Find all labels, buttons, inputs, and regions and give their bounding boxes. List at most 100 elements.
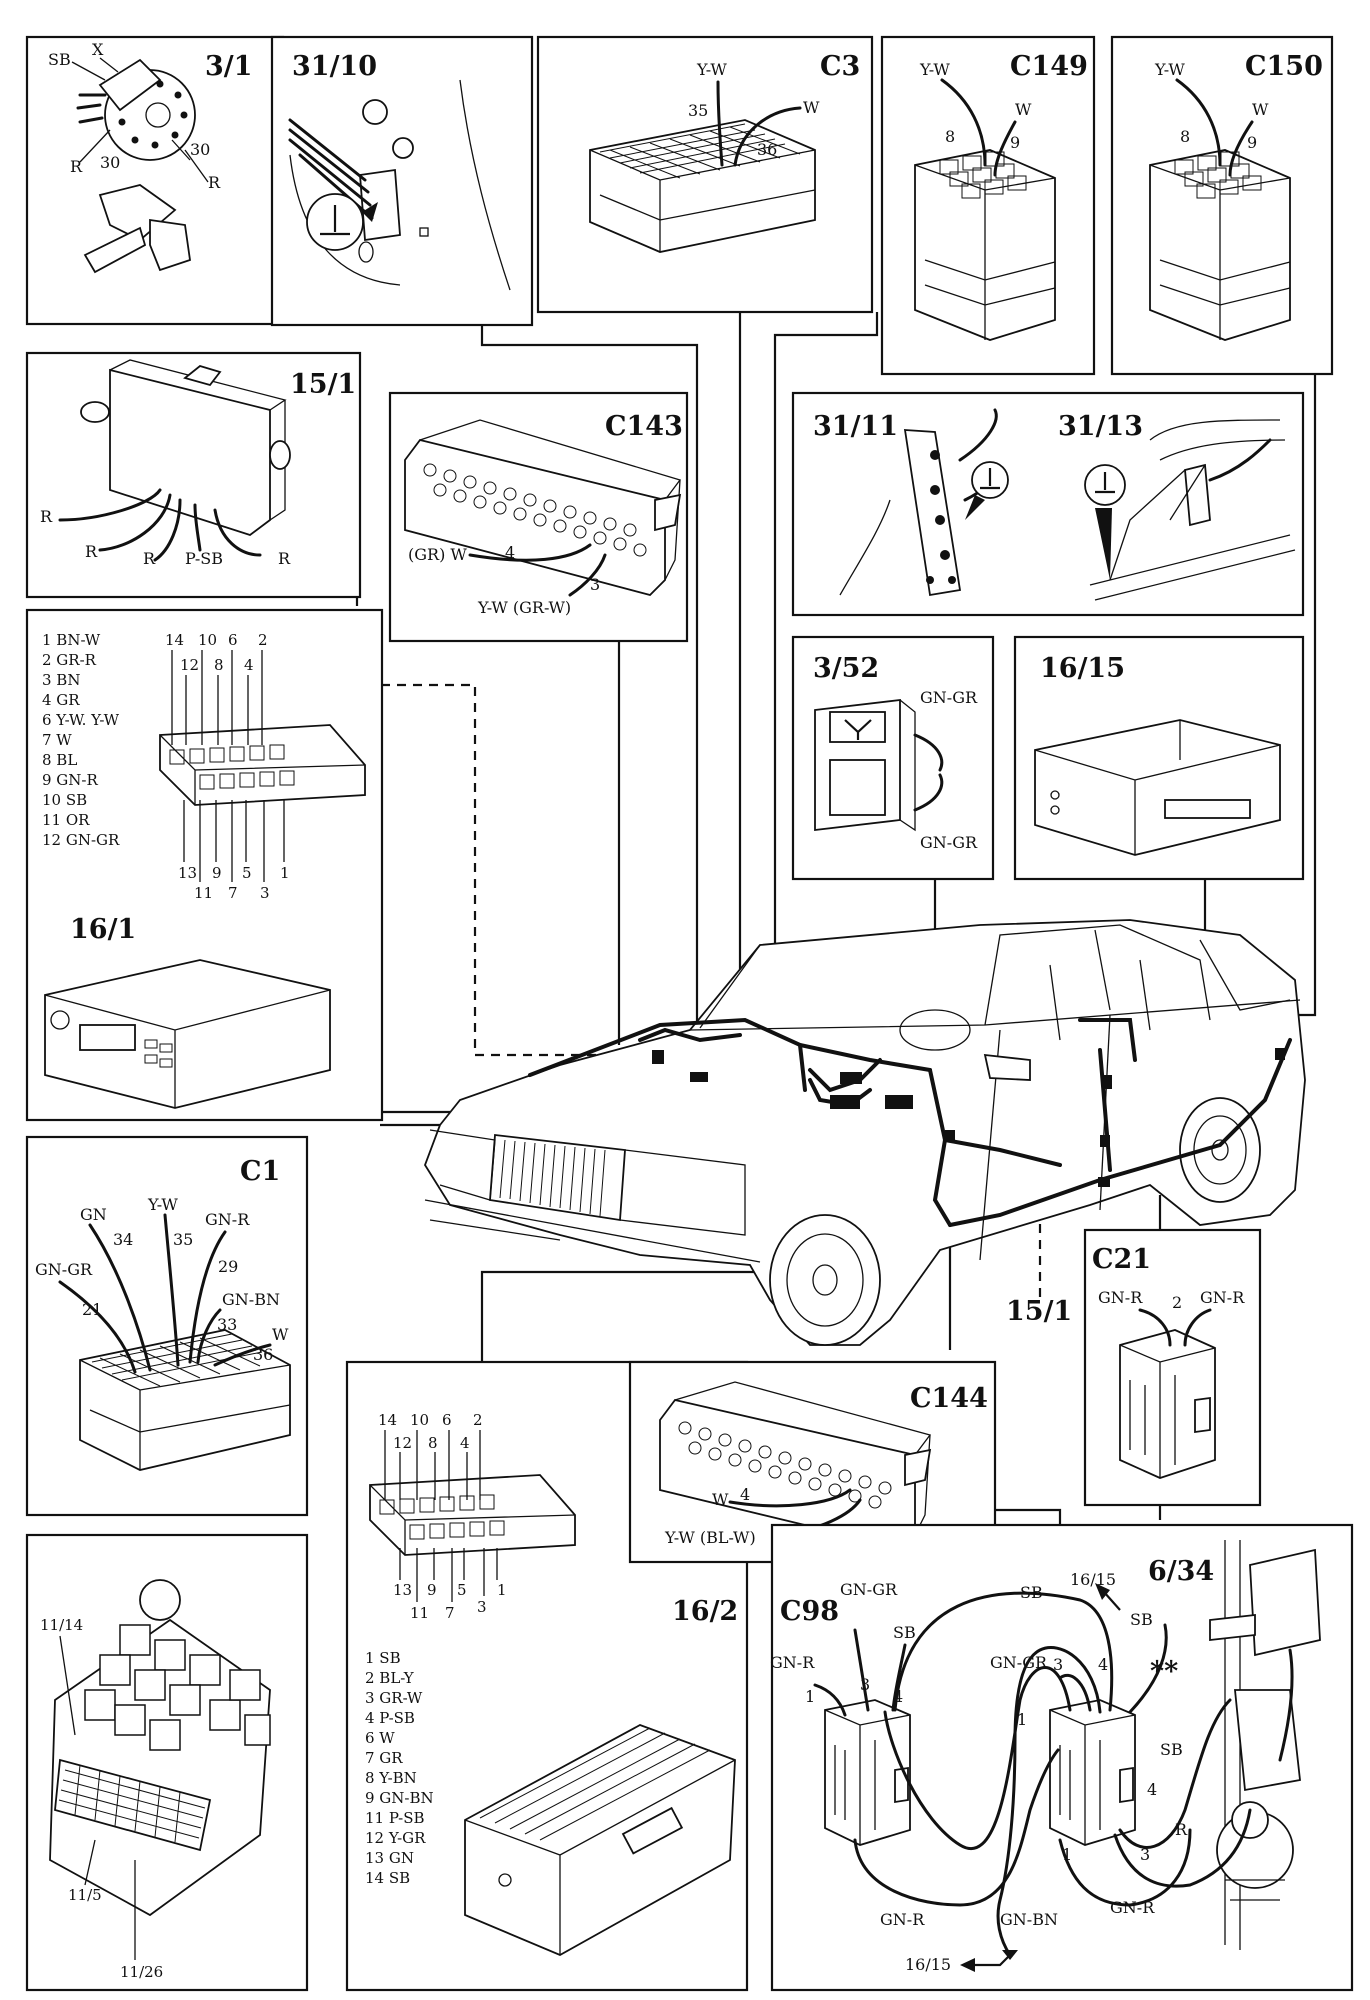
panel-31-10: 31/10	[270, 35, 534, 327]
label: 1	[1017, 1710, 1027, 1729]
label: Y-W	[147, 1195, 178, 1214]
label: SB	[48, 50, 71, 69]
pin-label: 1	[280, 864, 290, 882]
label: 30	[190, 140, 210, 159]
legend-row: 8 Y-BN	[365, 1769, 417, 1787]
label: 11/5	[68, 1886, 102, 1904]
panel-C21-title: C21	[1092, 1244, 1151, 1275]
panel-15-1-title: 15/1	[290, 369, 356, 400]
panel-C143-title: C143	[605, 411, 683, 442]
label: GN-GR	[920, 688, 978, 707]
panel-C150-title: C150	[1245, 51, 1323, 82]
panel-16-2-title: 16/2	[672, 1596, 738, 1627]
label: W	[803, 98, 820, 117]
panel-C150: C150 Y-W 8 W 9	[1110, 35, 1334, 376]
label: GN-GR	[990, 1653, 1048, 1672]
label: GN-GR	[920, 833, 978, 852]
legend-row: 4 P-SB	[365, 1709, 415, 1727]
legend-row: 7 GR	[365, 1749, 403, 1767]
panel-16-1: 16/1 1 BN-W 2 GR-R 3 BN 4 GR 6 Y-W. Y-W …	[25, 608, 384, 1122]
label: SB	[893, 1623, 916, 1642]
label: 30	[100, 153, 120, 172]
label: R	[40, 507, 53, 526]
pin-label: 2	[258, 631, 268, 649]
pin-label: 3	[260, 884, 270, 902]
label: 3	[1140, 1845, 1150, 1864]
label: 29	[218, 1257, 238, 1276]
label: W	[712, 1490, 729, 1509]
panel-16-15: 16/15	[1013, 635, 1305, 881]
legend-row: 12 GN-GR	[42, 831, 120, 849]
legend-row: 12 Y-GR	[365, 1829, 426, 1847]
pin-label: 5	[242, 864, 252, 882]
label: P-SB	[185, 549, 223, 568]
panel-6-34-title: 6/34	[1148, 1556, 1214, 1587]
label: GN-BN	[222, 1290, 280, 1309]
legend-row: 13 GN	[365, 1849, 414, 1867]
label: SB	[1130, 1610, 1153, 1629]
panel-C98-6-34: C98 6/34	[770, 1523, 1354, 1992]
label: 9	[1010, 133, 1020, 152]
panel-C98-title: C98	[780, 1596, 839, 1627]
label: 1	[805, 1687, 815, 1706]
pin-label: 8	[214, 656, 224, 674]
panel-fuse-box: 11/14 11/5 11/26	[25, 1533, 309, 1992]
pin-label: 14	[378, 1411, 397, 1429]
panel-31-10-title: 31/10	[292, 51, 377, 82]
panel-C1: C1 GN Y-W GN-R 34 35 29 GN-GR GN-BN 21 3…	[25, 1135, 309, 1517]
label: 34	[113, 1230, 133, 1249]
label: 8	[945, 127, 955, 146]
pin-label: 5	[457, 1581, 467, 1599]
label: 4	[505, 543, 515, 562]
label: R	[208, 173, 221, 192]
panel-31-11-title: 31/11	[813, 411, 898, 442]
pin-label: 2	[473, 1411, 483, 1429]
legend-row: 2 GR-R	[42, 651, 97, 669]
label: GN-BN	[1000, 1910, 1058, 1929]
panel-31-11-31-13: 31/11 31/13	[791, 391, 1305, 617]
label: 4	[740, 1485, 750, 1504]
label: **	[1150, 1656, 1178, 1687]
pin-label: 4	[244, 656, 254, 674]
panel-15-1: 15/1 R R R P-SB R	[25, 351, 362, 599]
pin-label: 10	[410, 1411, 429, 1429]
label: 36	[757, 140, 777, 159]
car-illustration: 15/1	[424, 919, 1306, 1346]
panel-C1-title: C1	[240, 1156, 280, 1187]
label: 35	[173, 1230, 193, 1249]
legend-row: 11 OR	[42, 811, 90, 829]
pin-legend-16-2: 1 SB 2 BL-Y 3 GR-W 4 P-SB 6 W 7 GR 8 Y-B…	[365, 1649, 434, 1887]
label: GN-GR	[840, 1580, 898, 1599]
label: Y-W	[696, 60, 727, 79]
label: 3	[860, 1675, 870, 1694]
legend-row: 1 BN-W	[42, 631, 101, 649]
pin-label: 7	[445, 1604, 455, 1622]
label: 16/15	[1070, 1570, 1116, 1589]
label: R	[85, 542, 98, 561]
panel-3-1-title: 3/1	[205, 51, 252, 82]
label: 16/15	[905, 1955, 951, 1974]
legend-row: 11 P-SB	[365, 1809, 425, 1827]
label: SB	[1160, 1740, 1183, 1759]
pin-label: 13	[178, 864, 197, 882]
label: 2	[1172, 1293, 1182, 1312]
label: R	[278, 549, 291, 568]
panel-C149-title: C149	[1010, 51, 1088, 82]
panel-16-1-title: 16/1	[70, 914, 136, 945]
label: 4	[1098, 1655, 1108, 1674]
legend-row: 2 BL-Y	[365, 1669, 415, 1687]
legend-row: 14 SB	[365, 1869, 410, 1887]
label: GN-R	[1098, 1288, 1143, 1307]
label: Y-W (GR-W)	[477, 598, 571, 617]
label: GN	[80, 1205, 107, 1224]
pin-label: 14	[165, 631, 184, 649]
pin-label: 9	[427, 1581, 437, 1599]
label: GN-GR	[35, 1260, 93, 1279]
legend-row: 6 Y-W. Y-W	[42, 711, 120, 729]
legend-row: 7 W	[42, 731, 72, 749]
legend-row: 8 BL	[42, 751, 77, 769]
label: 11/26	[120, 1963, 163, 1981]
pin-label: 11	[410, 1604, 429, 1622]
label: R	[70, 157, 83, 176]
